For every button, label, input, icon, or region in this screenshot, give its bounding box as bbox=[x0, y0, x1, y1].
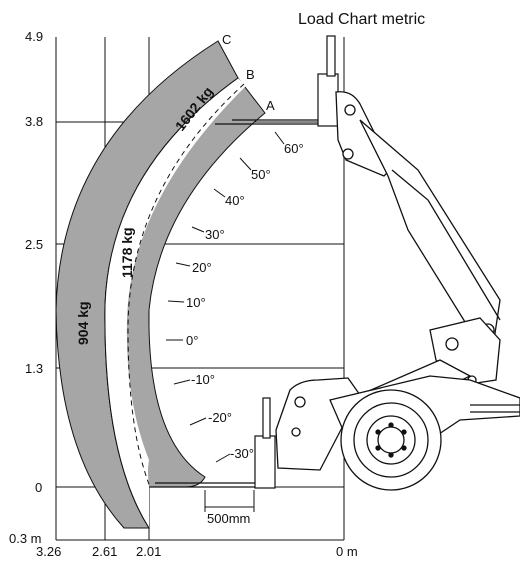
x-tick-2-01: 2.01 bbox=[136, 544, 161, 559]
point-label-a: A bbox=[266, 98, 275, 113]
dashed-curve-b bbox=[127, 83, 245, 488]
angle-label-neg10: -10° bbox=[191, 372, 215, 387]
y-tick-1-3: 1.3 bbox=[25, 361, 43, 376]
angle-label-neg30: -30° bbox=[230, 446, 254, 461]
angle-label-0: 0° bbox=[186, 333, 198, 348]
angle-label-20: 20° bbox=[192, 260, 212, 275]
point-label-c: C bbox=[222, 32, 231, 47]
fork-top bbox=[215, 35, 339, 127]
fork-bottom bbox=[150, 397, 276, 489]
telehandler-machine bbox=[275, 91, 520, 491]
dimension-500mm bbox=[204, 490, 255, 512]
zone-label-904kg: 904 kg bbox=[75, 301, 91, 345]
angle-label-10: 10° bbox=[186, 295, 206, 310]
angle-label-neg20: -20° bbox=[208, 410, 232, 425]
zone-label-1178kg: 1178 kg bbox=[119, 227, 135, 278]
x-tick-2-61: 2.61 bbox=[92, 544, 117, 559]
x-tick-0m: 0 m bbox=[336, 544, 358, 559]
angle-label-30: 30° bbox=[205, 227, 225, 242]
chart-title: Load Chart metric bbox=[298, 11, 425, 28]
angle-label-50: 50° bbox=[251, 167, 271, 182]
x-tick-3-26: 3.26 bbox=[36, 544, 61, 559]
point-label-b: B bbox=[246, 67, 255, 82]
angle-label-60: 60° bbox=[284, 141, 304, 156]
y-tick-4-9: 4.9 bbox=[25, 29, 43, 44]
y-tick-2-5: 2.5 bbox=[25, 237, 43, 252]
zone-middle-band bbox=[104, 78, 247, 528]
dimension-label: 500mm bbox=[207, 511, 250, 526]
angle-markers bbox=[166, 131, 285, 463]
y-tick-3-8: 3.8 bbox=[25, 114, 43, 129]
angle-label-40: 40° bbox=[225, 193, 245, 208]
zone-outer-inner-edge bbox=[104, 77, 239, 529]
y-tick-0: 0 bbox=[35, 480, 42, 495]
y-tick-0-3m: 0.3 m bbox=[9, 531, 42, 546]
